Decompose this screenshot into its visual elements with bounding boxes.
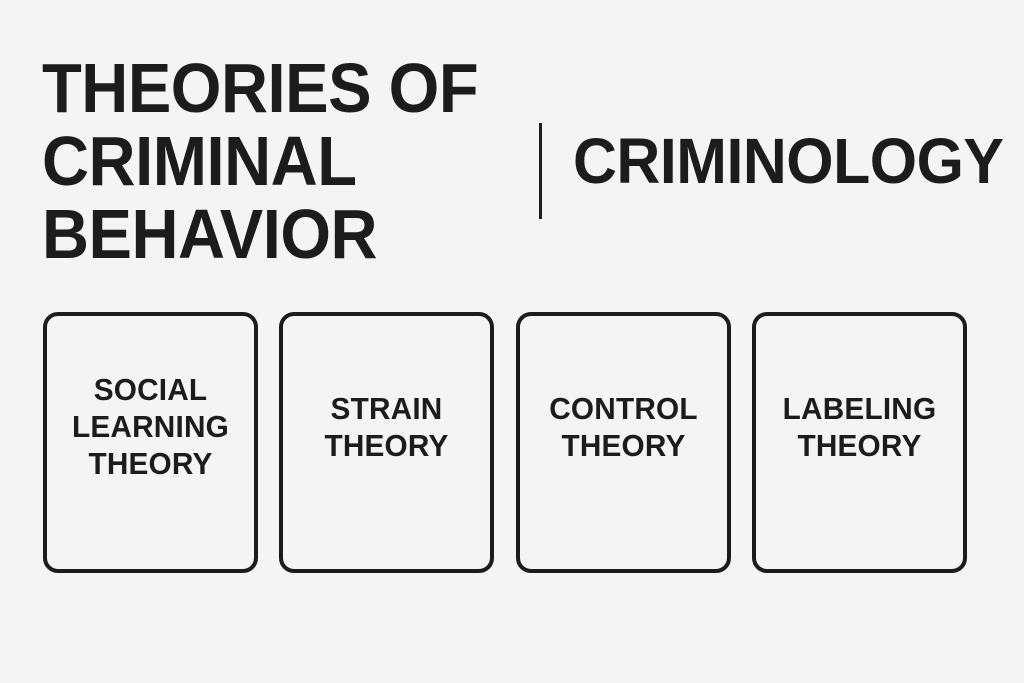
- theory-card-label: STRAIN THEORY: [324, 390, 449, 463]
- page-title: THEORIES OF CRIMINAL BEHAVIOR: [42, 49, 479, 273]
- theory-card-strain[interactable]: STRAIN THEORY: [279, 312, 495, 573]
- theory-card-label: LABELING THEORY: [782, 390, 937, 463]
- theory-card-label: CONTROL THEORY: [548, 390, 698, 463]
- theory-card-labeling[interactable]: LABELING THEORY: [751, 312, 967, 573]
- theory-card-label: SOCIAL LEARNING THEORY: [72, 372, 229, 481]
- vertical-divider: [539, 123, 542, 219]
- subject-title: CRIMINOLOGY: [573, 125, 1004, 197]
- theory-cards-row: SOCIAL LEARNING THEORY STRAIN THEORY CON…: [43, 312, 967, 573]
- theory-card-control[interactable]: CONTROL THEORY: [515, 312, 731, 573]
- header-block: THEORIES OF CRIMINAL BEHAVIOR CRIMINOLOG…: [0, 0, 1024, 300]
- theory-card-social-learning[interactable]: SOCIAL LEARNING THEORY: [43, 312, 258, 573]
